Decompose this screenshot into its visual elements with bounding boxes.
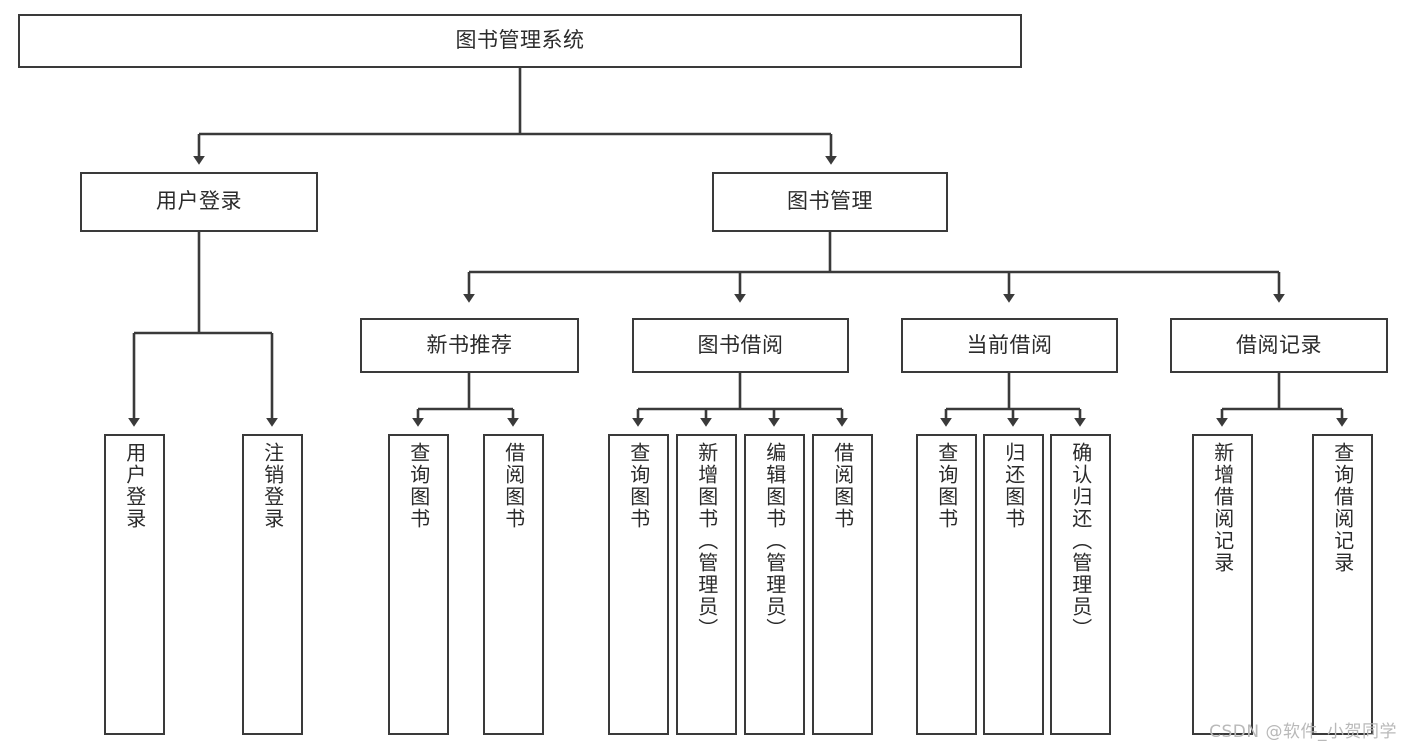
node-book-management-label: 图书管理	[787, 189, 873, 214]
node-book-management[interactable]: 图书管理	[712, 172, 948, 232]
node-leaf-logout-login-label: 注销登录	[260, 442, 285, 530]
node-leaf-query-book-2-label: 查询图书	[626, 442, 651, 530]
node-leaf-borrow-book-1[interactable]: 借阅图书	[483, 434, 544, 735]
node-borrow-record-label: 借阅记录	[1236, 332, 1322, 357]
node-leaf-confirm-return-admin[interactable]: 确认归还（管理员）	[1050, 434, 1111, 735]
node-leaf-borrow-book-2-label: 借阅图书	[830, 442, 855, 530]
node-current-borrow-label: 当前借阅	[966, 332, 1053, 357]
node-book-borrow-label: 图书借阅	[697, 332, 784, 357]
node-root-system-label: 图书管理系统	[455, 28, 585, 53]
node-leaf-add-borrow-record-label: 新增借阅记录	[1210, 442, 1235, 574]
node-new-book-recommend-label: 新书推荐	[426, 332, 513, 357]
node-leaf-return-book-label: 归还图书	[1001, 442, 1026, 530]
node-leaf-add-borrow-record[interactable]: 新增借阅记录	[1192, 434, 1253, 735]
node-book-borrow[interactable]: 图书借阅	[632, 318, 849, 373]
node-leaf-confirm-return-admin-label: 确认归还（管理员）	[1068, 442, 1093, 640]
node-leaf-user-login-label: 用户登录	[122, 442, 147, 530]
node-leaf-add-book-admin[interactable]: 新增图书（管理员）	[676, 434, 737, 735]
node-root-system[interactable]: 图书管理系统	[18, 14, 1022, 68]
node-leaf-return-book[interactable]: 归还图书	[983, 434, 1044, 735]
node-user-login-label: 用户登录	[156, 189, 242, 214]
node-leaf-edit-book-admin-label: 编辑图书（管理员）	[762, 442, 787, 640]
node-leaf-logout-login[interactable]: 注销登录	[242, 434, 303, 735]
node-leaf-query-book-1[interactable]: 查询图书	[388, 434, 449, 735]
node-leaf-query-book-2[interactable]: 查询图书	[608, 434, 669, 735]
csdn-watermark: CSDN @软件_小贺同学	[1209, 722, 1397, 742]
node-user-login[interactable]: 用户登录	[80, 172, 318, 232]
node-leaf-add-book-admin-label: 新增图书（管理员）	[694, 442, 719, 640]
node-leaf-query-book-3[interactable]: 查询图书	[916, 434, 977, 735]
node-leaf-query-borrow-record[interactable]: 查询借阅记录	[1312, 434, 1373, 735]
node-borrow-record[interactable]: 借阅记录	[1170, 318, 1388, 373]
node-leaf-query-borrow-record-label: 查询借阅记录	[1330, 442, 1355, 574]
node-current-borrow[interactable]: 当前借阅	[901, 318, 1118, 373]
node-leaf-edit-book-admin[interactable]: 编辑图书（管理员）	[744, 434, 805, 735]
node-leaf-query-book-3-label: 查询图书	[934, 442, 959, 530]
node-new-book-recommend[interactable]: 新书推荐	[360, 318, 579, 373]
node-leaf-borrow-book-2[interactable]: 借阅图书	[812, 434, 873, 735]
node-leaf-borrow-book-1-label: 借阅图书	[501, 442, 526, 530]
node-leaf-query-book-1-label: 查询图书	[406, 442, 431, 530]
node-leaf-user-login[interactable]: 用户登录	[104, 434, 165, 735]
